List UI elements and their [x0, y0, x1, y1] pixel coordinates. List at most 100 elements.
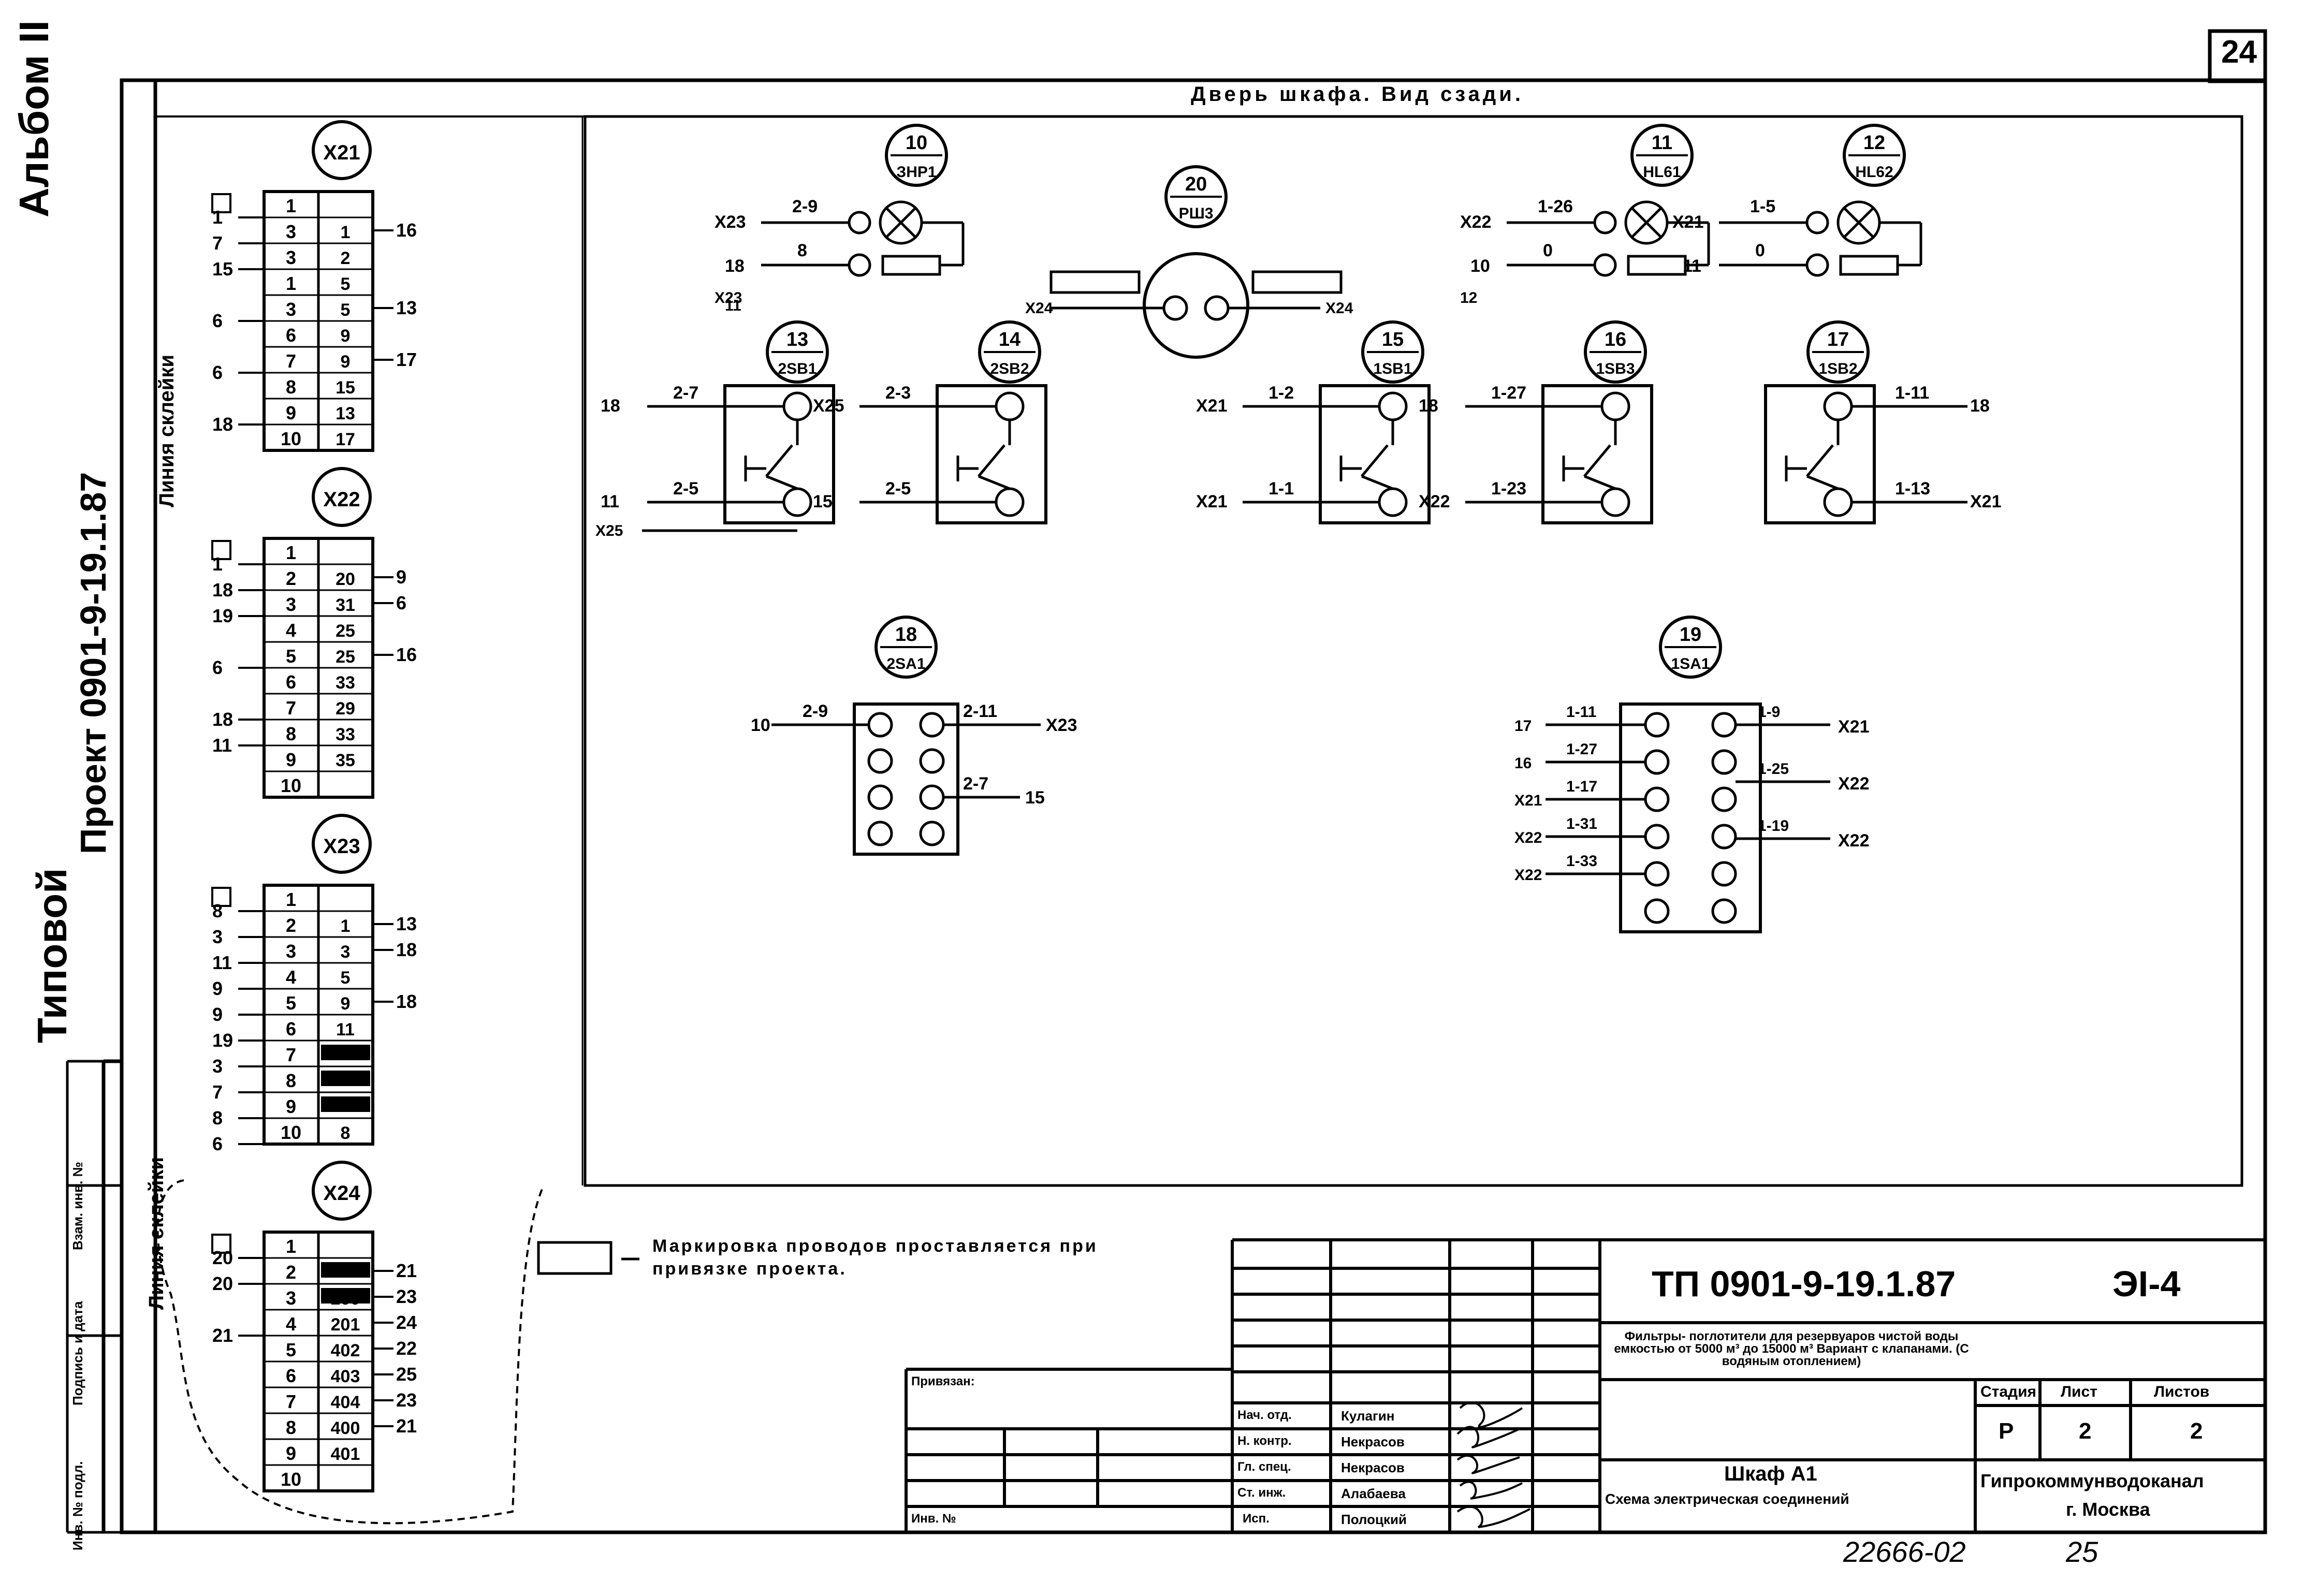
wire-end: 12: [1460, 289, 1477, 306]
right-wire-label: 23: [396, 1286, 417, 1307]
left-wire-label: 19: [212, 1030, 233, 1051]
terminal-wire: 35: [336, 751, 355, 770]
terminal-circle: [919, 784, 945, 810]
device-ref: 1SB3: [1596, 360, 1635, 377]
sheet-value: 2: [2079, 1418, 2092, 1444]
devices: 10ЗНР12-98Х2318Х231111HL611-260Х22101212…: [595, 124, 2002, 933]
left-wire-label: 7: [212, 232, 223, 254]
terminal-wire: 11: [336, 1020, 355, 1039]
socket-body: [1143, 252, 1249, 359]
wire-end: Х23: [1046, 715, 1077, 735]
terminal-number: 10: [281, 775, 301, 796]
right-wire-label: 17: [396, 349, 417, 370]
terminal-circle: [1644, 861, 1670, 887]
wire-mark: 8: [797, 241, 807, 260]
wire-mark: 0: [1755, 241, 1765, 260]
terminal-circle: [867, 748, 893, 774]
filled-cell: [321, 1262, 370, 1278]
terminal-wire: 401: [331, 1444, 360, 1464]
terminal-circle: [1593, 253, 1617, 277]
button-body: [936, 384, 1047, 524]
terminal-wire: 400: [331, 1418, 360, 1438]
name-4: Алабаева: [1341, 1486, 1406, 1501]
left-wire-label: 1: [212, 553, 223, 575]
terminal-wire: 15: [336, 378, 355, 398]
terminal-wire: 25: [336, 647, 355, 667]
signatures: [1456, 1401, 1530, 1528]
wire: [765, 444, 793, 477]
wire-end: Х21: [1514, 792, 1542, 809]
left-wire-label: 6: [212, 362, 223, 383]
terminal-circle: [1805, 253, 1829, 277]
terminal-circle: [919, 821, 945, 846]
wire-end: 17: [1514, 718, 1532, 735]
terminal-circle: [1805, 211, 1829, 235]
terminal-circle: [1823, 487, 1853, 517]
terminal-circle: [1644, 786, 1670, 812]
right-wire-label: 21: [396, 1260, 417, 1281]
filled-cell: [321, 1045, 370, 1060]
device-ref: HL62: [1855, 164, 1893, 181]
wire: [1806, 444, 1834, 477]
left-wire-label: 18: [212, 414, 233, 435]
terminal-number: 3: [286, 221, 296, 242]
wire-mark: 2-7: [963, 774, 988, 794]
block-marker: [211, 887, 231, 907]
wire-mark: 1-25: [1758, 760, 1789, 778]
block-name: X21: [323, 141, 360, 164]
terminal-circle: [867, 784, 893, 810]
wire: [1842, 206, 1875, 239]
right-wire-label: 18: [396, 991, 417, 1012]
terminal-wire: 17: [336, 430, 355, 449]
terminal-wire: 9: [341, 352, 351, 372]
left-wire-label: 8: [212, 1107, 223, 1129]
wire-end: 15: [813, 492, 833, 511]
terminal-number: 7: [286, 1391, 296, 1412]
wire-end: Х22: [1838, 831, 1870, 851]
wire: [766, 475, 798, 490]
terminal-wire: 201: [331, 1315, 360, 1335]
button-body: [1764, 384, 1876, 524]
terminal-number: 10: [281, 1122, 301, 1143]
left-wire-label: 20: [212, 1247, 233, 1268]
wire-mark: 1-31: [1566, 815, 1597, 832]
terminal-number: 1: [286, 542, 296, 563]
right-wire-label: 25: [396, 1364, 417, 1385]
sheet-label: Лист: [2061, 1383, 2097, 1400]
terminal-wire: 31: [336, 595, 355, 615]
project-code: ТП 0901-9-19.1.87: [1652, 1264, 1956, 1304]
wire-mark: 0: [1543, 241, 1553, 260]
terminal-circle: [848, 211, 871, 235]
device-ref: 2SB2: [990, 360, 1029, 377]
terminal-circle: [1644, 712, 1670, 738]
device-badge: [1659, 616, 1722, 679]
wire-mark: 2-9: [803, 701, 828, 721]
outer-frame: [120, 78, 2267, 1534]
wire-end: Х21: [1838, 717, 1870, 737]
sheets-label: Листов: [2154, 1383, 2210, 1400]
device-number: 15: [1382, 329, 1404, 350]
terminal-number: 7: [286, 697, 296, 719]
terminal-number: 8: [286, 723, 296, 744]
switch-body: [853, 702, 959, 856]
terminal-wire: 5: [341, 300, 351, 320]
block-label-circle: [312, 120, 372, 180]
terminal-wire: 403: [331, 1367, 360, 1386]
wire-end: Х22: [1419, 492, 1450, 511]
terminal-circle: [1204, 295, 1230, 321]
device-number: 13: [786, 329, 808, 350]
sheet-number: 24: [2221, 34, 2257, 70]
wire-mark: 1-5: [1750, 197, 1775, 216]
wire-end: 11: [601, 492, 619, 511]
device-number: 12: [1863, 132, 1885, 154]
terminal-circle: [848, 253, 871, 277]
terminal-wire: 20: [336, 569, 355, 589]
terminal-circle: [1162, 295, 1188, 321]
terminal-wire: 33: [336, 673, 355, 693]
wire-mark: 1-19: [1758, 817, 1789, 834]
terminal-wire: 29: [336, 699, 355, 719]
